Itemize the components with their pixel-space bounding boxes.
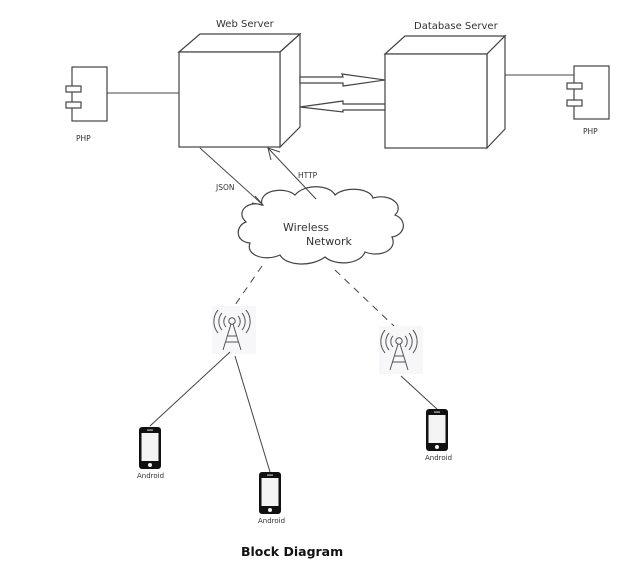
php-right-port-top bbox=[566, 82, 583, 90]
web-server-node: Web Server bbox=[177, 19, 302, 149]
cell-tower-left-icon bbox=[212, 306, 256, 354]
wireless-network-cloud: Wireless Network bbox=[237, 186, 404, 265]
php-left-component: PHP bbox=[65, 66, 108, 143]
http-line bbox=[267, 147, 317, 200]
android-2-label: Android bbox=[258, 517, 285, 525]
php-right-component: PHP bbox=[566, 65, 610, 136]
php-left-port-top bbox=[65, 85, 82, 93]
php-left-body bbox=[71, 66, 108, 122]
smartphone-icon bbox=[259, 472, 281, 514]
database-server-front-face bbox=[384, 53, 488, 149]
edge-tower-right-to-android-3 bbox=[400, 375, 439, 411]
edge-http: HTTP bbox=[267, 147, 318, 200]
web-server-label: Web Server bbox=[216, 19, 275, 30]
edge-json: JSON bbox=[199, 147, 265, 206]
http-arrowhead bbox=[267, 147, 281, 161]
edge-database-to-web-arrow bbox=[299, 100, 386, 113]
web-server-top-face bbox=[177, 33, 302, 53]
database-server-side-face bbox=[486, 34, 506, 150]
edge-tower-left-to-android-1 bbox=[149, 351, 231, 427]
android-1-label: Android bbox=[137, 472, 164, 480]
php-right-port-bottom bbox=[566, 99, 583, 107]
android-phone-1: Android bbox=[137, 427, 164, 480]
web-server-front-face bbox=[178, 51, 281, 148]
database-server-label: Database Server bbox=[414, 21, 499, 32]
edge-tower-left-to-android-2 bbox=[234, 355, 271, 473]
hollow-arrow-left bbox=[299, 100, 386, 113]
hollow-arrow-right bbox=[299, 73, 386, 87]
edge-cloud-to-tower-left bbox=[234, 265, 263, 306]
database-server-top-face bbox=[383, 35, 507, 55]
cloud-shape bbox=[237, 186, 404, 265]
database-server-node: Database Server bbox=[383, 21, 507, 150]
php-right-body bbox=[573, 65, 610, 120]
php-left-label: PHP bbox=[76, 134, 91, 143]
diagram-title: Block Diagram bbox=[241, 544, 343, 559]
php-left-port-bottom bbox=[65, 101, 82, 109]
cloud-label-line1: Wireless bbox=[283, 221, 329, 234]
android-phone-2: Android bbox=[258, 472, 285, 525]
json-label: JSON bbox=[215, 183, 235, 192]
php-right-label: PHP bbox=[583, 127, 598, 136]
edge-cloud-to-tower-right bbox=[334, 269, 397, 329]
http-label: HTTP bbox=[298, 171, 318, 180]
android-3-label: Android bbox=[425, 454, 452, 462]
smartphone-icon bbox=[139, 427, 161, 469]
smartphone-icon bbox=[426, 409, 448, 451]
edge-web-to-database-arrow bbox=[299, 73, 386, 87]
cloud-label-line2: Network bbox=[306, 235, 353, 248]
cell-tower-right-icon bbox=[379, 326, 423, 374]
json-arrowhead bbox=[251, 195, 265, 206]
web-server-side-face bbox=[279, 32, 301, 149]
android-phone-3: Android bbox=[425, 409, 452, 462]
json-line bbox=[199, 147, 264, 206]
